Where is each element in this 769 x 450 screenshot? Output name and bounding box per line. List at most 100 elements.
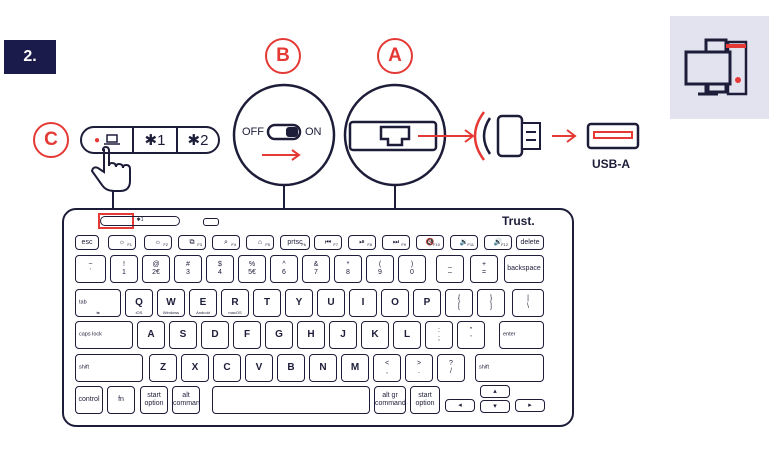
key[interactable]: L — [393, 321, 421, 349]
key[interactable]: > . — [405, 354, 433, 382]
label-a: A — [377, 38, 413, 74]
key[interactable]: ▸ — [515, 399, 545, 412]
channel-selector[interactable]: ● ✱1 ✱2 — [80, 126, 220, 154]
key[interactable]: $ 4 — [206, 255, 234, 283]
key[interactable]: U — [317, 289, 345, 317]
key[interactable]: ☼F2 — [144, 235, 172, 250]
key[interactable]: F — [233, 321, 261, 349]
key[interactable]: alt command — [172, 386, 200, 414]
key[interactable]: ☼F1 — [108, 235, 136, 250]
key[interactable]: H — [297, 321, 325, 349]
key-label: S — [179, 329, 187, 340]
key-label: start option — [415, 392, 435, 407]
key[interactable]: D — [201, 321, 229, 349]
key[interactable]: B — [277, 354, 305, 382]
key[interactable]: V — [245, 354, 273, 382]
key[interactable]: ? / — [437, 354, 465, 382]
key[interactable]: 🔇F10 — [416, 235, 444, 250]
key[interactable]: A — [137, 321, 165, 349]
key[interactable]: * 8 — [334, 255, 362, 283]
key[interactable]: ◂ — [445, 399, 475, 412]
key[interactable]: esc — [75, 235, 99, 250]
key-label: I — [361, 297, 365, 308]
key[interactable]: S — [169, 321, 197, 349]
key[interactable]: | \ — [512, 289, 544, 317]
key[interactable]: alt gr command — [374, 386, 406, 414]
channel-bt2[interactable]: ✱2 — [176, 128, 218, 152]
key[interactable]: ( 9 — [366, 255, 394, 283]
key[interactable]: { [ — [445, 289, 473, 317]
key[interactable]: T — [253, 289, 281, 317]
key[interactable] — [212, 386, 370, 414]
key[interactable]: 🔊F12 — [484, 235, 512, 250]
key[interactable]: 🔉F11 — [450, 235, 478, 250]
key[interactable]: C — [213, 354, 241, 382]
key-fn-label: F7 — [333, 242, 338, 247]
key[interactable]: Y — [285, 289, 313, 317]
key[interactable]: " ' — [457, 321, 485, 349]
key[interactable]: ! 1 — [110, 255, 138, 283]
key[interactable]: ) 0 — [398, 255, 426, 283]
key[interactable]: X — [181, 354, 209, 382]
key[interactable]: M — [341, 354, 369, 382]
key[interactable]: < , — [373, 354, 401, 382]
key[interactable]: P — [413, 289, 441, 317]
key-label: ⏭ — [392, 238, 400, 246]
key[interactable]: + = — [470, 255, 498, 283]
key[interactable]: delete — [516, 235, 544, 250]
key[interactable]: & 7 — [302, 255, 330, 283]
key[interactable]: G — [265, 321, 293, 349]
key[interactable]: start option — [410, 386, 440, 414]
key[interactable]: ▴ — [480, 385, 510, 398]
key-label: caps lock — [79, 331, 102, 338]
key[interactable]: caps lock — [75, 321, 133, 349]
key[interactable]: } ] — [477, 289, 505, 317]
key[interactable]: ▾ — [480, 400, 510, 413]
key[interactable]: fn — [107, 386, 135, 414]
key-label: | \ — [527, 295, 529, 310]
key-sublabel: iOS — [135, 310, 143, 315]
key-fn-label: F10 — [433, 242, 440, 247]
key[interactable]: start option — [140, 386, 168, 414]
key[interactable]: ⧉F3 — [178, 235, 206, 250]
key-fn-label: F9 — [401, 242, 406, 247]
key[interactable]: shift — [475, 354, 544, 382]
key-label: prtsc — [287, 238, 303, 246]
key-label: } ] — [489, 295, 493, 310]
key-sublabel: macOS — [228, 310, 242, 315]
key-label: B — [287, 362, 295, 373]
key[interactable]: @ 2€ — [142, 255, 170, 283]
key[interactable]: ~ ` — [75, 255, 106, 283]
key[interactable]: control — [75, 386, 103, 414]
key[interactable]: K — [361, 321, 389, 349]
key[interactable]: _ – — [436, 255, 464, 283]
key[interactable]: % 5€ — [238, 255, 266, 283]
channel-laptop[interactable]: ● — [82, 128, 132, 152]
key[interactable]: ⏭F9 — [382, 235, 410, 250]
key[interactable]: : ; — [425, 321, 453, 349]
key[interactable]: enter — [499, 321, 544, 349]
key-label: D — [211, 329, 219, 340]
key[interactable]: ^ 6 — [270, 255, 298, 283]
key[interactable]: ⏮F7 — [314, 235, 342, 250]
mini-power-switch — [203, 218, 219, 226]
key[interactable]: shift — [75, 354, 143, 382]
key[interactable]: # 3 — [174, 255, 202, 283]
channel-bt1[interactable]: ✱1 — [132, 128, 176, 152]
key[interactable]: tab⇆ — [75, 289, 121, 317]
key[interactable]: backspace — [504, 255, 544, 283]
key[interactable]: N — [309, 354, 337, 382]
key[interactable]: J — [329, 321, 357, 349]
key[interactable]: O — [381, 289, 409, 317]
key[interactable]: ⌕F4 — [212, 235, 240, 250]
key[interactable]: Z — [149, 354, 177, 382]
key[interactable]: ⌂F5 — [246, 235, 274, 250]
key[interactable]: ⏯F8 — [348, 235, 376, 250]
key[interactable]: I — [349, 289, 377, 317]
key-label: shift — [479, 364, 490, 371]
